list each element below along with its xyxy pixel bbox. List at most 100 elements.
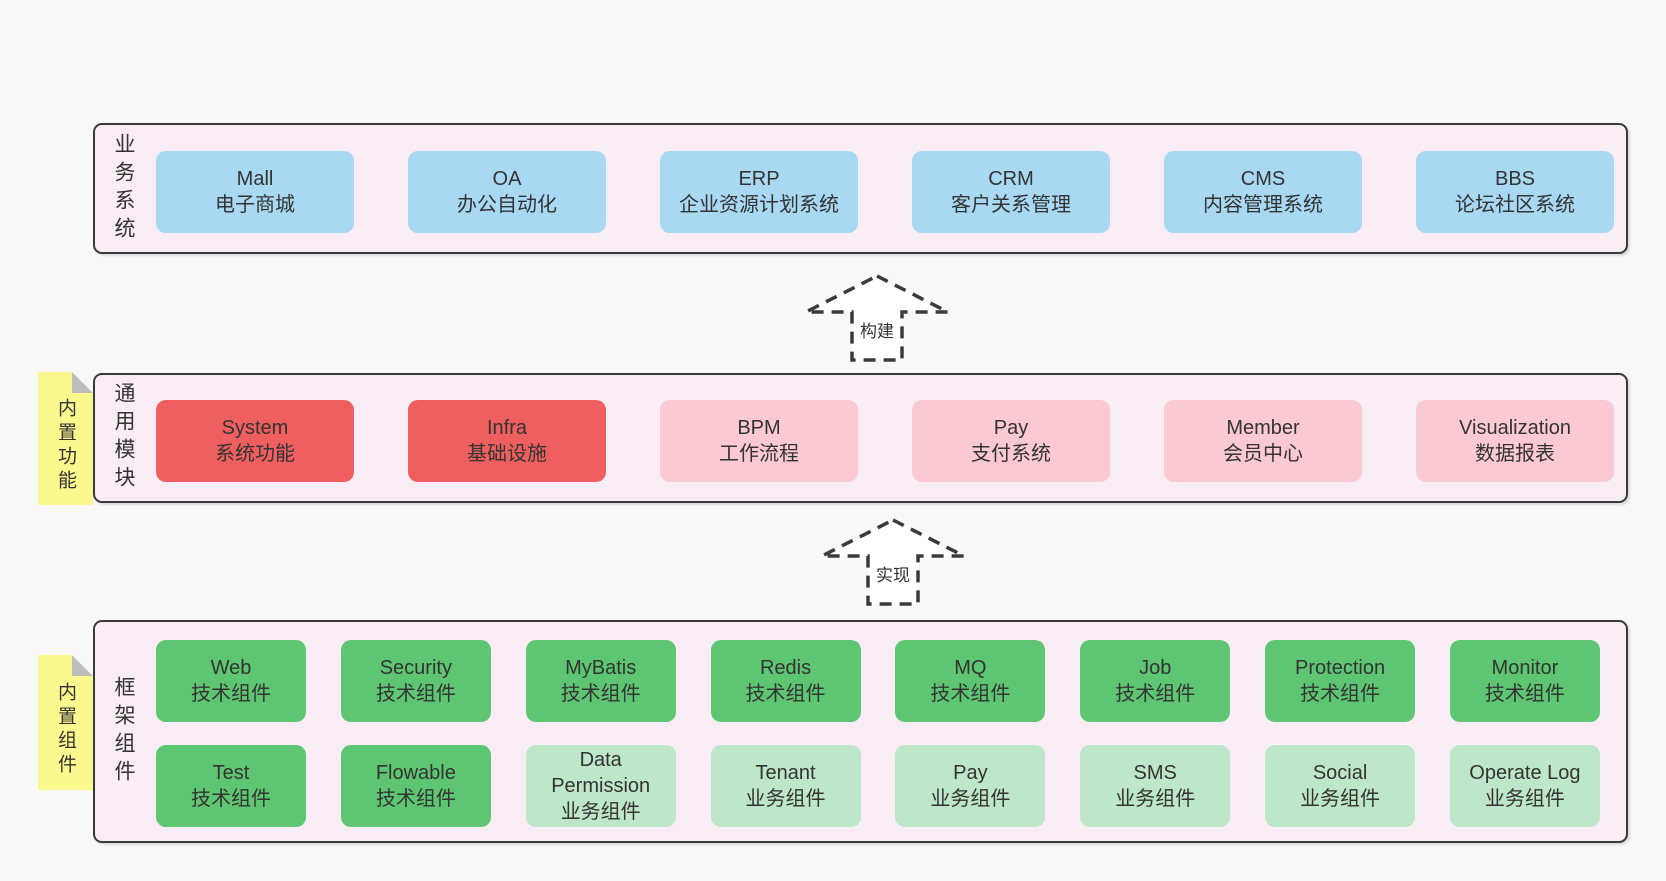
- box-title: Operate Log: [1469, 762, 1581, 784]
- box-title: Tenant: [755, 762, 816, 784]
- sticky-note-built-in-components: 内置组件: [38, 655, 93, 790]
- box-title: CRM: [988, 168, 1034, 190]
- box-title: System: [221, 417, 289, 439]
- sticky-label: 内置功能: [55, 397, 76, 494]
- box-title: Social: [1312, 762, 1368, 784]
- box-operate-log: Operate Log 业务组件: [1449, 745, 1600, 827]
- box-subtitle: 内容管理系统: [1203, 194, 1323, 216]
- box-subtitle: 数据报表: [1475, 443, 1555, 465]
- box-title: Member: [1226, 417, 1300, 439]
- box-sms: SMS 业务组件: [1080, 745, 1231, 827]
- box-system: System 系统功能: [156, 400, 354, 482]
- box-bpm: BPM 工作流程: [660, 400, 858, 482]
- box-subtitle: 会员中心: [1223, 443, 1303, 465]
- build-arrow-label: 构建: [860, 322, 894, 341]
- box-title: MyBatis: [565, 657, 637, 679]
- box-subtitle: 技术组件: [191, 788, 271, 810]
- box-data-permission: Data Permission 业务组件: [525, 745, 676, 827]
- box-subtitle: 技术组件: [1484, 683, 1565, 705]
- box-mq: MQ 技术组件: [895, 640, 1046, 722]
- box-crm: CRM 客户关系管理: [912, 151, 1110, 233]
- implement-arrow-label: 实现: [876, 566, 910, 585]
- up-block-arrow-icon: [821, 518, 965, 606]
- sticky-label: 内置组件: [55, 681, 76, 778]
- box-pay: Pay 业务组件: [895, 745, 1046, 827]
- box-subtitle: 业务组件: [930, 788, 1011, 810]
- section-label-common-modules: 通用模块: [112, 382, 135, 494]
- box-title: Visualization: [1459, 417, 1571, 439]
- box-title: Security: [379, 657, 452, 679]
- box-cms: CMS 内容管理系统: [1164, 151, 1362, 233]
- box-subtitle: 支付系统: [971, 443, 1051, 465]
- box-subtitle: 业务组件: [1484, 788, 1565, 810]
- box-subtitle: 技术组件: [1300, 683, 1381, 705]
- box-mybatis: MyBatis 技术组件: [525, 640, 676, 722]
- box-subtitle: 业务组件: [560, 801, 641, 823]
- box-pay: Pay 支付系统: [912, 400, 1110, 482]
- framework-components-row-2: Test 技术组件 Flowable 技术组件 Data Permission 业务组件 T…: [156, 745, 1600, 827]
- box-oa: OA 办公自动化: [408, 151, 606, 233]
- box-title: Test: [212, 762, 250, 784]
- box-subtitle: 企业资源计划系统: [679, 194, 839, 216]
- implement-arrow: 实现: [818, 516, 968, 608]
- box-subtitle: 业务组件: [1115, 788, 1196, 810]
- box-mall: Mall 电子商城: [156, 151, 354, 233]
- box-subtitle: 客户关系管理: [951, 194, 1071, 216]
- box-title: Pay: [953, 762, 988, 784]
- section-common-modules: 通用模块 System 系统功能 Infra 基础设施 BPM 工作流程 Pay 支付系统 Me…: [93, 373, 1628, 503]
- sticky-fold-corner: [72, 655, 93, 676]
- box-subtitle: 论坛社区系统: [1455, 194, 1575, 216]
- section-label-framework-components: 框架组件: [112, 675, 135, 788]
- box-subtitle: 技术组件: [375, 788, 456, 810]
- box-subtitle: 工作流程: [719, 443, 799, 465]
- box-title: Data Permission: [551, 749, 651, 797]
- box-infra: Infra 基础设施: [408, 400, 606, 482]
- business-systems-row: Mall 电子商城 OA 办公自动化 ERP 企业资源计划系统 CRM 客户关系管理 CMS 内容…: [156, 151, 1614, 233]
- box-bbs: BBS 论坛社区系统: [1416, 151, 1614, 233]
- box-title: BPM: [737, 417, 781, 439]
- box-title: OA: [492, 168, 522, 190]
- box-title: Infra: [486, 417, 528, 439]
- box-job: Job 技术组件: [1080, 640, 1231, 722]
- sticky-note-built-in-features: 内置功能: [38, 372, 93, 505]
- box-flowable: Flowable 技术组件: [340, 745, 491, 827]
- box-title: Job: [1139, 657, 1172, 679]
- up-block-arrow-icon: [805, 274, 949, 362]
- box-subtitle: 技术组件: [375, 683, 456, 705]
- box-erp: ERP 企业资源计划系统: [660, 151, 858, 233]
- box-title: BBS: [1494, 168, 1536, 190]
- box-subtitle: 技术组件: [930, 683, 1011, 705]
- box-title: Flowable: [375, 762, 456, 784]
- box-security: Security 技术组件: [340, 640, 491, 722]
- box-title: Pay: [993, 417, 1029, 439]
- common-modules-row: System 系统功能 Infra 基础设施 BPM 工作流程 Pay 支付系统 Member 会…: [156, 400, 1614, 482]
- box-title: Protection: [1295, 657, 1386, 679]
- box-subtitle: 系统功能: [215, 443, 295, 465]
- box-title: SMS: [1133, 762, 1177, 784]
- box-title: MQ: [954, 657, 987, 679]
- box-subtitle: 办公自动化: [457, 194, 557, 216]
- box-test: Test 技术组件: [156, 745, 306, 827]
- box-subtitle: 业务组件: [1300, 788, 1381, 810]
- box-title: Mall: [236, 168, 274, 190]
- box-member: Member 会员中心: [1164, 400, 1362, 482]
- box-title: ERP: [738, 168, 780, 190]
- box-subtitle: 技术组件: [560, 683, 641, 705]
- box-visualization: Visualization 数据报表: [1416, 400, 1614, 482]
- box-social: Social 业务组件: [1265, 745, 1416, 827]
- box-subtitle: 技术组件: [191, 683, 271, 705]
- box-protection: Protection 技术组件: [1265, 640, 1416, 722]
- box-title: Monitor: [1491, 657, 1559, 679]
- box-monitor: Monitor 技术组件: [1449, 640, 1600, 722]
- box-title: CMS: [1240, 168, 1286, 190]
- box-subtitle: 技术组件: [1115, 683, 1196, 705]
- sticky-fold-corner: [72, 372, 93, 393]
- box-subtitle: 基础设施: [467, 443, 547, 465]
- box-subtitle: 电子商城: [215, 194, 295, 216]
